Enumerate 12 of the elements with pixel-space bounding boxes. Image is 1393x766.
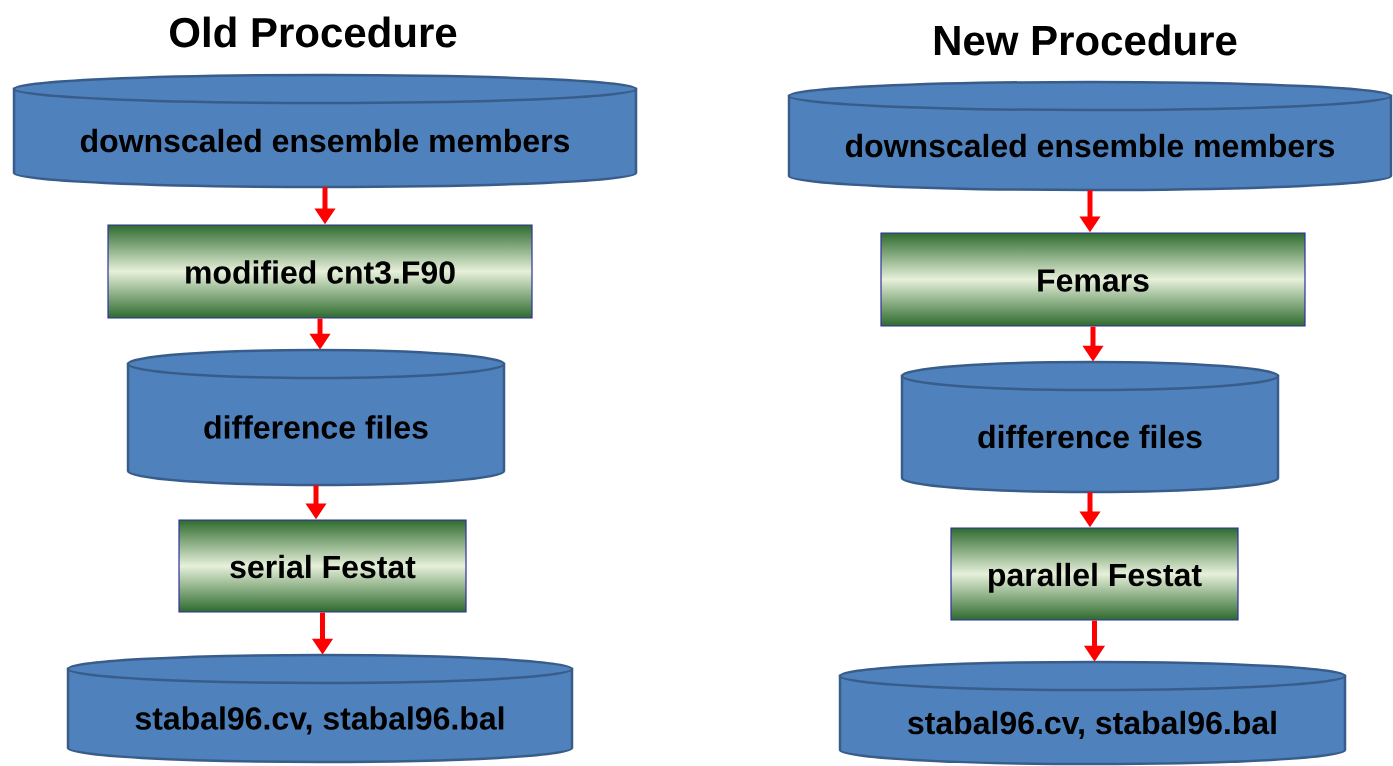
cylinder: downscaled ensemble members bbox=[12, 73, 638, 189]
heading: Old Procedure bbox=[170, 16, 457, 48]
heading: New Procedure bbox=[934, 24, 1237, 56]
process-box: parallel Festat bbox=[950, 527, 1239, 621]
cylinder: stabal96.cv, stabal96.bal bbox=[838, 660, 1347, 766]
cylinder: downscaled ensemble members bbox=[787, 80, 1393, 192]
cylinder: difference files bbox=[900, 360, 1280, 494]
process-box: serial Festat bbox=[178, 519, 467, 613]
cylinder: stabal96.cv, stabal96.bal bbox=[66, 653, 574, 764]
process-box: modified cnt3.F90 bbox=[107, 224, 533, 319]
process-box: Femars bbox=[880, 232, 1306, 327]
cylinder: difference files bbox=[126, 348, 506, 487]
